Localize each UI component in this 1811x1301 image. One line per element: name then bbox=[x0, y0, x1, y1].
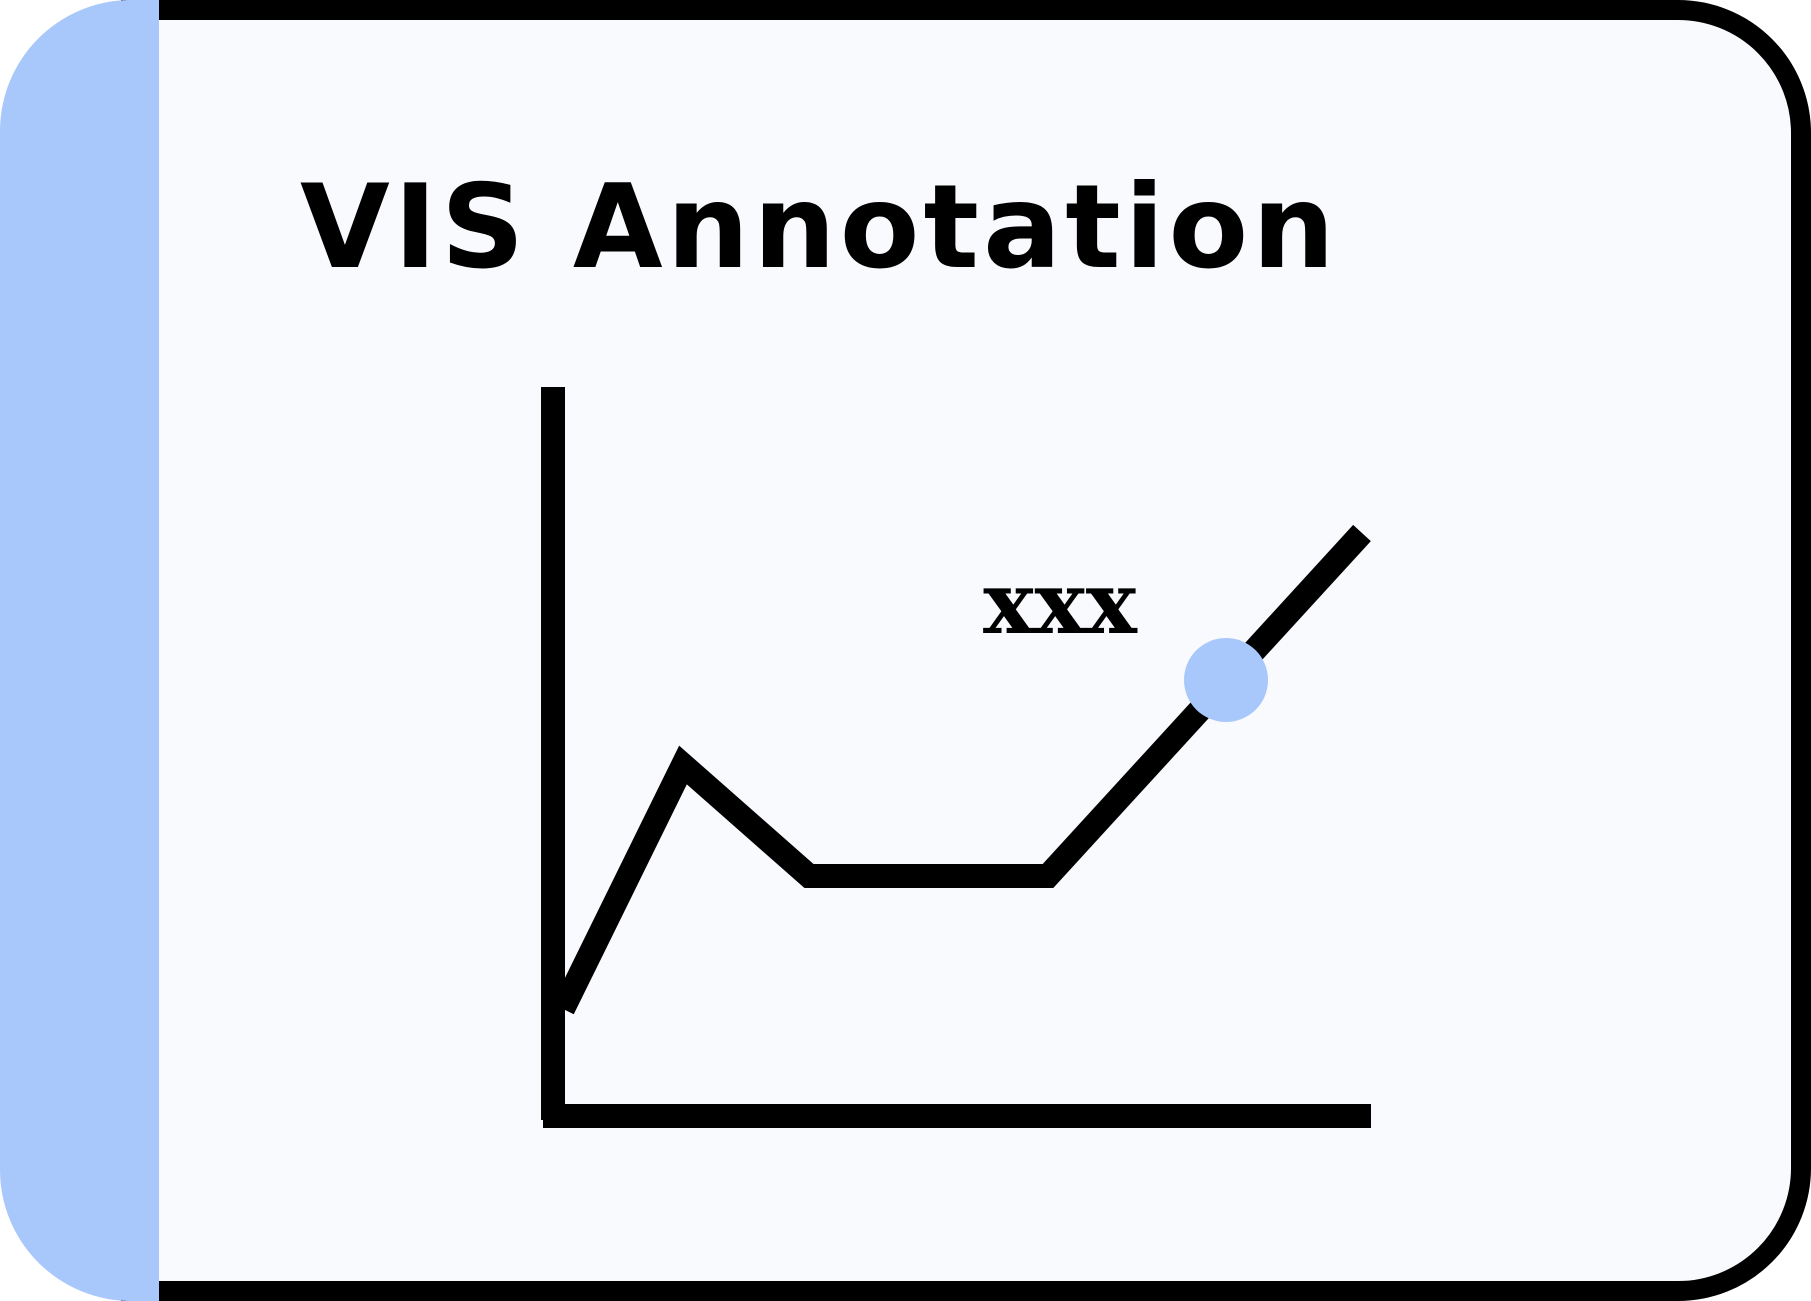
highlight-marker bbox=[1184, 638, 1268, 722]
card-title: VIS Annotation bbox=[300, 160, 1339, 295]
chart-line bbox=[552, 524, 1371, 1015]
left-accent-strip bbox=[0, 0, 159, 1301]
y-axis bbox=[541, 387, 565, 1120]
chart-axes bbox=[541, 387, 1371, 1128]
x-axis bbox=[543, 1104, 1371, 1128]
annotation-label: xxx bbox=[983, 553, 1138, 654]
